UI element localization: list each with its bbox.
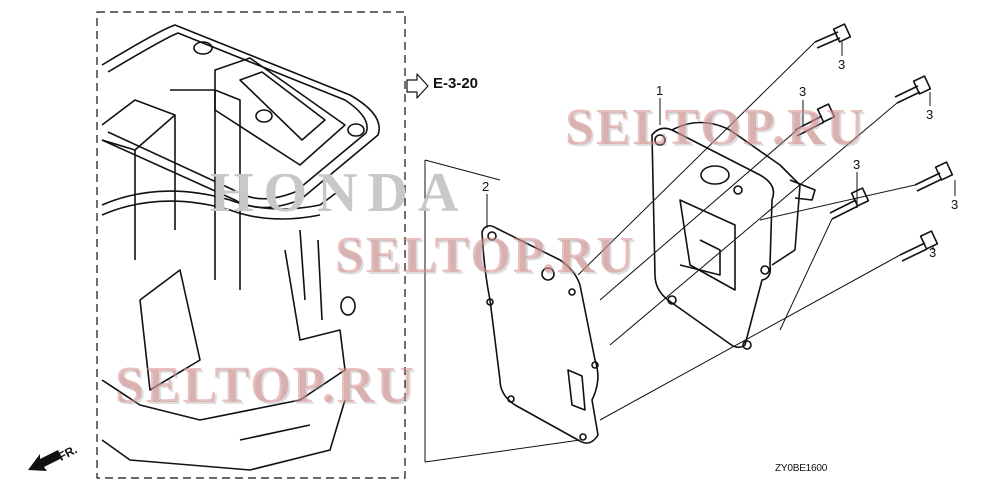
- callout-3: 3: [799, 84, 807, 99]
- callout-3: 3: [838, 57, 846, 72]
- watermark: SELTOP.RU: [335, 227, 636, 284]
- watermark: SELTOP.RU: [565, 99, 866, 156]
- callout-3: 3: [929, 245, 937, 260]
- callout-2: 2: [482, 179, 490, 194]
- engine-case: [101, 24, 380, 471]
- gasket: [481, 224, 599, 444]
- callout-3: 3: [853, 157, 861, 172]
- reference-label[interactable]: E-3-20: [433, 75, 479, 92]
- watermark-honda: HONDA: [210, 162, 469, 224]
- callout-3: 3: [951, 197, 959, 212]
- callout-3: 3: [926, 107, 934, 122]
- leader-lines: [424, 41, 956, 463]
- front-arrow-icon: [28, 450, 62, 471]
- reference-box: [96, 11, 406, 479]
- reference-arrow-icon: [406, 73, 429, 99]
- drawing-code: ZY0BE1600: [775, 463, 828, 474]
- watermark: SELTOP.RU: [115, 357, 416, 414]
- callout-1: 1: [656, 83, 664, 98]
